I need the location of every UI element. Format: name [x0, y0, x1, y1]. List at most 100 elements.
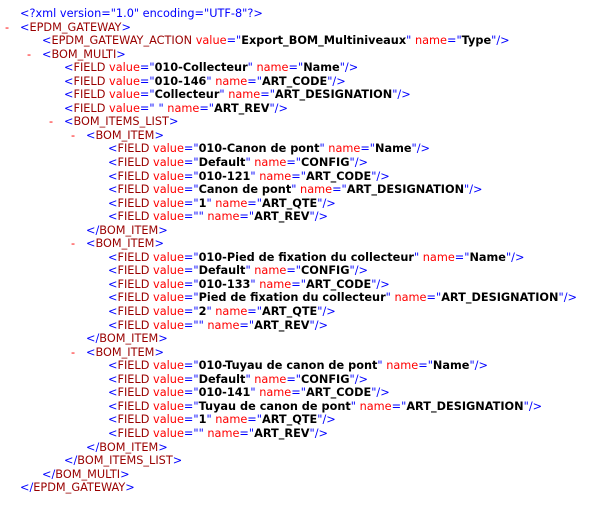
attribute-name: value	[195, 34, 227, 48]
attribute-name: value	[153, 196, 184, 210]
xml-node-text: <FIELD value="" name="ART_REV"/>	[108, 427, 328, 441]
attribute-quote-open: ="	[183, 399, 199, 413]
attribute-name: value	[153, 142, 184, 156]
tag-name: BOM_ITEM	[95, 128, 155, 142]
open-bracket: <	[108, 169, 118, 183]
xml-node-text: </BOM_MULTI>	[42, 468, 130, 482]
xml-node-text: <FIELD value="Pied de fixation du collec…	[108, 291, 577, 305]
attribute-quote-open: ="	[239, 210, 255, 224]
attribute-quote-close: "	[371, 169, 377, 183]
attribute-value: ART_CODE	[305, 386, 372, 400]
collapse-toggle[interactable]: -	[27, 47, 32, 61]
attribute-quote-open: ="	[183, 305, 199, 319]
xml-node-line: <FIELD value="Tuyau de canon de pont" na…	[0, 400, 595, 414]
attribute-quote-open: ="	[183, 359, 199, 373]
xml-node-line: <FIELD value="Pied de fixation du collec…	[0, 291, 595, 305]
xml-node-line: <FIELD value="Collecteur" name="ART_DESI…	[0, 88, 595, 102]
attribute-name: value	[153, 426, 184, 440]
tag-name: FIELD	[117, 413, 150, 427]
attribute-value: 010-146	[154, 74, 207, 88]
xml-node-line: -<BOM_ITEMS_LIST>	[0, 115, 595, 129]
xml-node-text: </BOM_ITEM>	[86, 332, 168, 346]
collapse-toggle[interactable]: -	[71, 128, 76, 142]
collapse-toggle[interactable]: -	[71, 237, 76, 251]
tag-name: FIELD	[117, 156, 150, 170]
attribute-quote-close: "	[250, 277, 256, 291]
collapse-toggle[interactable]: -	[71, 345, 76, 359]
attribute-value: 010-Collecteur	[154, 61, 248, 75]
attribute-name: value	[153, 210, 184, 224]
attribute-name: value	[153, 305, 184, 319]
close-bracket: />	[376, 277, 390, 291]
tag-name: FIELD	[117, 291, 150, 305]
open-bracket: </	[86, 223, 100, 237]
xml-node-text: <FIELD value="010-146" name="ART_CODE"/>	[64, 75, 346, 89]
attribute-value: ART_QTE	[261, 305, 318, 319]
xml-node-line: <FIELD value="" name="ART_REV"/>	[0, 210, 595, 224]
attribute-quote-open: ="	[183, 142, 199, 156]
attribute-quote-close: "	[245, 264, 251, 278]
attribute-name: value	[153, 372, 184, 386]
tag-name: FIELD	[73, 101, 106, 115]
attribute-quote-close: "	[206, 74, 212, 88]
attribute-quote-open: ="	[183, 413, 199, 427]
attribute-quote-open: ="	[291, 169, 306, 183]
xml-node-text: <FIELD value="Default" name="CONFIG"/>	[108, 264, 368, 278]
attribute-quote-open: ="	[418, 359, 433, 373]
attribute-name: value	[153, 183, 184, 197]
close-bracket: />	[474, 359, 488, 373]
attribute-quote-close: "	[413, 250, 420, 264]
open-bracket: <	[42, 47, 52, 61]
open-bracket: <	[108, 210, 118, 224]
open-bracket: <	[64, 115, 74, 129]
collapse-toggle[interactable]: -	[49, 115, 54, 129]
xml-node-line: <FIELD value="010-Pied de fixation du co…	[0, 251, 595, 265]
tag-name: FIELD	[117, 183, 150, 197]
attribute-quote-open: ="	[183, 169, 199, 183]
open-bracket: <	[64, 74, 74, 88]
attribute-value: 010-121	[198, 169, 251, 183]
xml-node-text: <FIELD value="1" name="ART_QTE"/>	[108, 413, 336, 427]
xml-node-text: <FIELD value="Default" name="CONFIG"/>	[108, 156, 368, 170]
open-bracket: <	[108, 372, 118, 386]
attribute-quote-open: ="	[183, 277, 199, 291]
attribute-name: value	[153, 169, 184, 183]
open-bracket: <	[108, 426, 118, 440]
xml-node-text: <FIELD value="Canon de pont" name="ART_D…	[108, 183, 483, 197]
open-bracket: <	[64, 88, 74, 102]
attribute-quote-close: "	[269, 101, 275, 115]
attribute-quote-close: "	[558, 291, 564, 305]
close-bracket: />	[354, 372, 369, 386]
xml-node-text: <FIELD value="010-133" name="ART_CODE"/>	[108, 278, 390, 292]
open-bracket: <	[108, 250, 118, 264]
attribute-quote-close: "	[464, 183, 470, 197]
attribute-quote-close: "	[206, 413, 212, 427]
tag-name: FIELD	[117, 359, 150, 373]
attribute-value: ART_REV	[254, 210, 310, 224]
attribute-quote-close: "	[309, 426, 315, 440]
close-bracket: >	[158, 223, 168, 237]
xml-node-line: -<BOM_MULTI>	[0, 48, 595, 62]
open-bracket: <	[108, 183, 118, 197]
attribute-quote-open: ="	[183, 426, 199, 440]
xml-node-line: -<BOM_ITEM>	[0, 237, 595, 251]
close-bracket: >	[116, 47, 126, 61]
xml-node-line: <FIELD value="1" name="ART_QTE"/>	[0, 197, 595, 211]
open-bracket: <	[64, 101, 74, 115]
open-bracket: <	[20, 20, 30, 34]
xml-node-text: <FIELD value="2" name="ART_QTE"/>	[108, 305, 336, 319]
attribute-quote-open: ="	[247, 74, 262, 88]
attribute-value: Tuyau de canon de pont	[198, 399, 351, 413]
attribute-name: name	[300, 183, 333, 197]
xml-node-line: <FIELD value="010-133" name="ART_CODE"/>	[0, 278, 595, 292]
xml-node-line: </BOM_ITEM>	[0, 332, 595, 346]
attribute-value: 010-133	[198, 277, 251, 291]
xml-node-line: -<BOM_ITEM>	[0, 129, 595, 143]
attribute-quote-close: "	[469, 359, 475, 373]
xml-declaration: <?xml version="1.0" encoding="UTF-8"?>	[20, 7, 263, 20]
attribute-quote-open: ="	[139, 88, 155, 102]
open-bracket: <	[108, 305, 118, 319]
open-bracket: <	[86, 345, 96, 359]
collapse-toggle[interactable]: -	[5, 20, 10, 34]
attribute-quote-close: "	[317, 413, 323, 427]
